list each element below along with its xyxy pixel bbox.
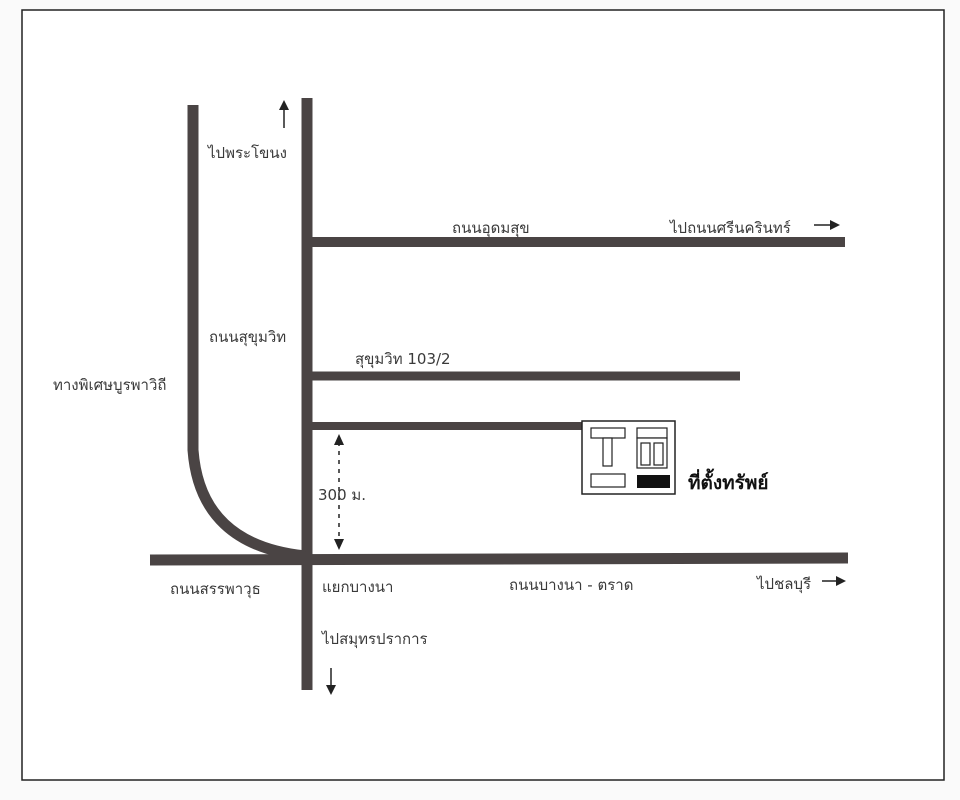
label-udomsuk-road: ถนนอุดมสุข bbox=[452, 219, 530, 238]
label-to-srinakarin: ไปถนนศรีนครินทร์ bbox=[669, 219, 791, 237]
map-frame bbox=[21, 9, 945, 781]
double-arrow-vertical-icon bbox=[334, 434, 344, 550]
bangna-trat-road-line bbox=[149, 552, 849, 566]
label-sukhumvit-road: ถนนสุขุมวิท bbox=[209, 328, 286, 347]
arrow-right-icon bbox=[814, 220, 840, 230]
label-bangna-junction: แยกบางนา bbox=[322, 578, 393, 596]
label-expressway: ทางพิเศษบูรพาวิถี bbox=[53, 376, 166, 394]
arrow-up-icon bbox=[279, 100, 289, 128]
arrow-down-icon bbox=[326, 668, 336, 695]
arrow-right-icon bbox=[822, 576, 846, 586]
label-bangna-trat-road: ถนนบางนา - ตราด bbox=[509, 576, 633, 594]
label-distance: 300 ม. bbox=[318, 486, 366, 504]
label-sanphawut-road: ถนนสรรพาวุธ bbox=[170, 580, 261, 599]
label-to-phra-khanong: ไปพระโขนง bbox=[207, 144, 287, 162]
expressway-line bbox=[187, 105, 306, 562]
label-to-chonburi: ไปชลบุรี bbox=[756, 575, 811, 594]
label-to-samut-prakan: ไปสมุทรปราการ bbox=[321, 630, 428, 649]
label-property-location: ที่ตั้งทรัพย์ bbox=[688, 468, 769, 494]
building-plan-icon bbox=[581, 420, 676, 495]
label-sukhumvit-103-2: สุขุมวิท 103/2 bbox=[355, 350, 451, 369]
